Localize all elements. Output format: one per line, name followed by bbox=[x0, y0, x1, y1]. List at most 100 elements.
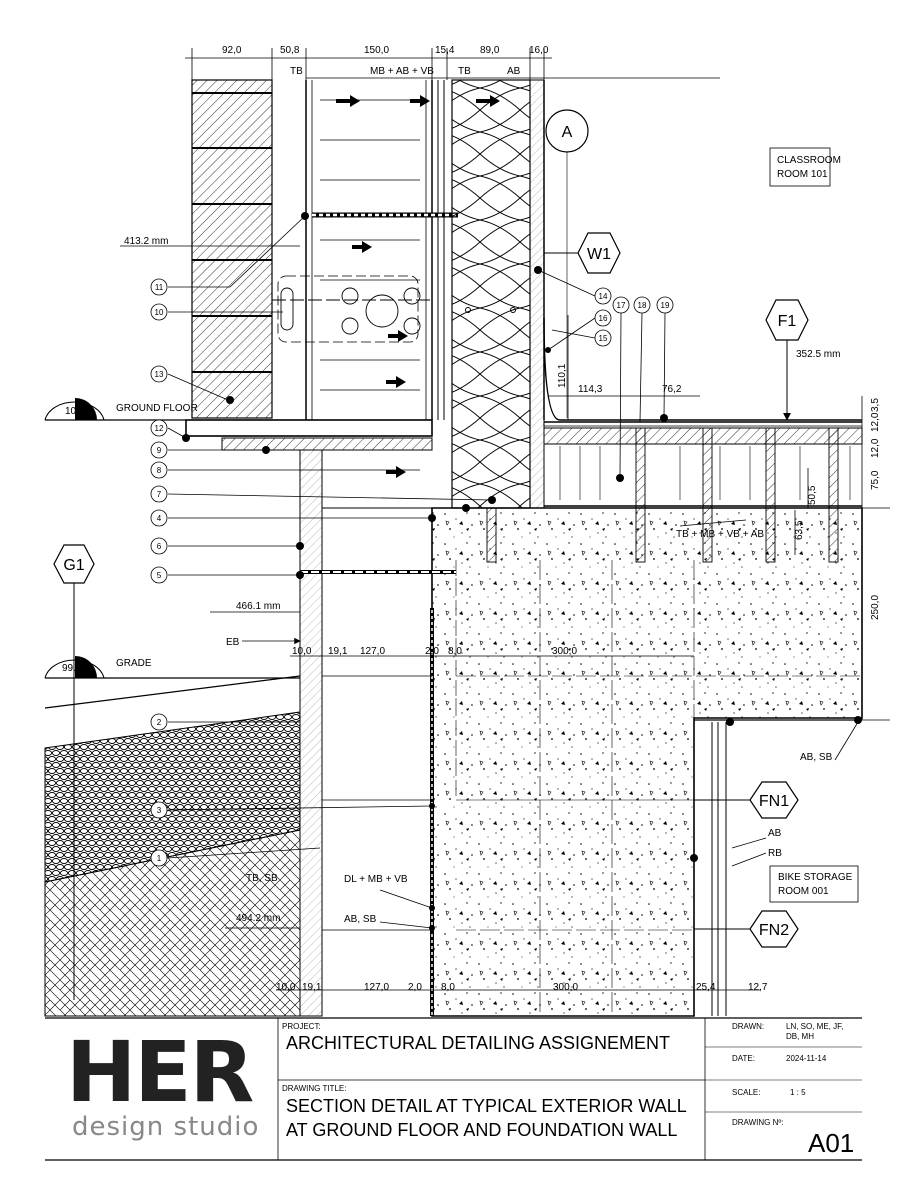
grid-bubble-a: A bbox=[545, 109, 589, 418]
drawn-by-line1: LN, SO, ME, JF, bbox=[786, 1022, 844, 1031]
svg-text:F1: F1 bbox=[778, 313, 797, 330]
material-notes: EB TB + MB + VB + AB AB, SB AB RB TB, SB… bbox=[226, 519, 859, 929]
svg-text:12,7: 12,7 bbox=[748, 982, 768, 993]
svg-text:2,0: 2,0 bbox=[408, 982, 422, 993]
project-label: PROJECT: bbox=[282, 1022, 321, 1031]
dim-insulation: 89,0 bbox=[480, 45, 500, 56]
layer-tb-2: TB bbox=[458, 66, 471, 77]
svg-text:12: 12 bbox=[155, 424, 164, 433]
depth-dimensions: 413.2 mm 466.1 mm 494.2 mm bbox=[120, 236, 300, 929]
arrows-top bbox=[336, 95, 500, 478]
svg-text:8,0: 8,0 bbox=[441, 982, 455, 993]
dim-stud: 150,0 bbox=[364, 45, 389, 56]
date-label: DATE: bbox=[732, 1054, 755, 1063]
svg-text:10: 10 bbox=[155, 308, 164, 317]
svg-text:19,1: 19,1 bbox=[302, 982, 322, 993]
svg-text:12,0: 12,0 bbox=[870, 412, 881, 432]
dim-gypsum: 16,0 bbox=[529, 45, 549, 56]
svg-text:TB, SB: TB, SB bbox=[246, 873, 278, 884]
svg-text:114,3: 114,3 bbox=[578, 384, 603, 395]
studio-logo: HER bbox=[66, 1023, 254, 1121]
room-tag-classroom: CLASSROOM ROOM 101 bbox=[769, 147, 841, 187]
svg-text:ROOM 001: ROOM 001 bbox=[778, 886, 829, 897]
svg-text:14: 14 bbox=[599, 292, 608, 301]
dim-row-bottom: 10,0 19,1 127,0 2,0 8,0 300,0 25,4 12,7 bbox=[276, 982, 768, 993]
svg-text:18: 18 bbox=[638, 301, 647, 310]
drawing-number: A01 bbox=[808, 1128, 855, 1158]
floor-dimensions bbox=[548, 315, 890, 721]
svg-text:2,0: 2,0 bbox=[425, 646, 439, 657]
callout-numbers: 11 10 13 12 9 8 7 4 6 5 2 3 1 14 16 15 1… bbox=[155, 283, 670, 863]
svg-text:50,5: 50,5 bbox=[807, 485, 818, 505]
grade-tag-g1: G1 bbox=[53, 544, 95, 1000]
svg-text:GROUND FLOOR: GROUND FLOOR bbox=[116, 403, 198, 414]
svg-text:G1: G1 bbox=[63, 557, 84, 574]
svg-text:76,2: 76,2 bbox=[662, 384, 682, 395]
wall-tag-w1: W1 bbox=[544, 232, 621, 274]
floor-slab bbox=[185, 317, 863, 563]
svg-text:17: 17 bbox=[617, 301, 626, 310]
svg-text:466.1 mm: 466.1 mm bbox=[236, 601, 280, 612]
svg-text:1: 1 bbox=[157, 854, 162, 863]
brick-veneer bbox=[191, 79, 273, 419]
scale-label: SCALE: bbox=[732, 1088, 761, 1097]
svg-text:2: 2 bbox=[157, 718, 162, 727]
dim-brick: 92,0 bbox=[222, 45, 242, 56]
room-tag-bike-storage: BIKE STORAGE ROOM 001 bbox=[769, 865, 859, 903]
soil bbox=[44, 675, 301, 1017]
svg-text:12,0: 12,0 bbox=[870, 438, 881, 458]
svg-text:W1: W1 bbox=[587, 246, 611, 263]
project-name: ARCHITECTURAL DETAILING ASSIGNEMENT bbox=[286, 1033, 671, 1053]
svg-text:CLASSROOM: CLASSROOM bbox=[777, 155, 841, 166]
svg-text:AB, SB: AB, SB bbox=[344, 914, 377, 925]
layer-ab: AB bbox=[507, 66, 521, 77]
svg-text:AB, SB: AB, SB bbox=[800, 752, 833, 763]
svg-text:GRADE: GRADE bbox=[116, 658, 152, 669]
svg-text:75,0: 75,0 bbox=[870, 470, 881, 490]
svg-text:99.7: 99.7 bbox=[62, 663, 82, 674]
drawing-title-line2: AT GROUND FLOOR AND FOUNDATION WALL bbox=[286, 1120, 678, 1140]
dim-sheathing: 15,4 bbox=[435, 45, 455, 56]
top-dims-text: 92,0 50,8 150,0 15,4 89,0 16,0 TB MB + A… bbox=[222, 45, 549, 77]
svg-text:6: 6 bbox=[157, 542, 162, 551]
svg-text:127,0: 127,0 bbox=[360, 646, 385, 657]
svg-text:413.2 mm: 413.2 mm bbox=[124, 236, 168, 247]
drawing-title-line1: SECTION DETAIL AT TYPICAL EXTERIOR WALL bbox=[286, 1096, 687, 1116]
callouts-left bbox=[167, 215, 493, 859]
svg-text:13: 13 bbox=[155, 370, 164, 379]
drawn-label: DRAWN: bbox=[732, 1022, 765, 1031]
svg-text:7: 7 bbox=[157, 490, 162, 499]
svg-text:16: 16 bbox=[599, 314, 608, 323]
svg-text:TB + MB + VB + AB: TB + MB + VB + AB bbox=[676, 529, 764, 540]
top-dimension-chain bbox=[185, 48, 720, 80]
footing-tag-fn2: FN2 bbox=[694, 910, 799, 948]
svg-text:494.2 mm: 494.2 mm bbox=[236, 913, 280, 924]
date-value: 2024-11-14 bbox=[786, 1054, 827, 1063]
scale-value: 1 : 5 bbox=[790, 1088, 806, 1097]
svg-text:19,1: 19,1 bbox=[328, 646, 348, 657]
svg-text:15: 15 bbox=[599, 334, 608, 343]
interior-finish bbox=[529, 79, 545, 509]
bike-storage-wall bbox=[694, 719, 862, 1016]
level-marker-grade: 99.7 GRADE bbox=[44, 656, 300, 679]
svg-text:10,0: 10,0 bbox=[292, 646, 312, 657]
dim-cavity: 50,8 bbox=[280, 45, 300, 56]
svg-text:A: A bbox=[562, 124, 573, 141]
drawn-by-line2: DB, MH bbox=[786, 1032, 814, 1041]
studio-logo-subtitle: design studio bbox=[72, 1112, 260, 1142]
drawing-number-label: DRAWING Nº: bbox=[732, 1118, 784, 1127]
svg-text:8: 8 bbox=[157, 466, 162, 475]
layer-mb-ab-vb: MB + AB + VB bbox=[370, 66, 434, 77]
svg-text:300,0: 300,0 bbox=[552, 646, 577, 657]
svg-text:300,0: 300,0 bbox=[553, 982, 578, 993]
layer-tb-1: TB bbox=[290, 66, 303, 77]
svg-text:110,1: 110,1 bbox=[557, 363, 568, 388]
svg-text:8,0: 8,0 bbox=[448, 646, 462, 657]
callout-bubbles bbox=[150, 269, 674, 867]
drawing-title-label: DRAWING TITLE: bbox=[282, 1084, 347, 1093]
svg-text:FN2: FN2 bbox=[759, 922, 789, 939]
svg-text:100: 100 bbox=[65, 406, 82, 417]
svg-text:3,5: 3,5 bbox=[870, 398, 881, 412]
svg-text:9: 9 bbox=[157, 446, 162, 455]
